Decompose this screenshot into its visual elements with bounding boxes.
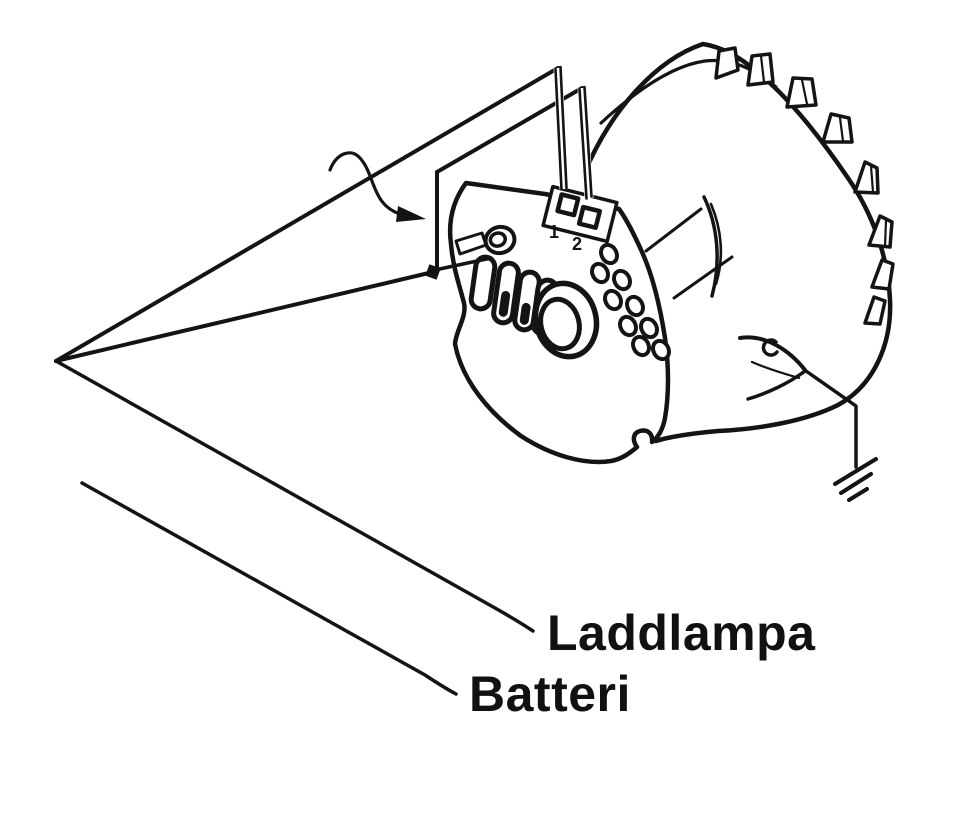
vent-hole	[590, 261, 610, 285]
vent-hole	[618, 314, 638, 338]
vent-hole	[612, 268, 632, 292]
ground-hatch-mid	[839, 472, 873, 495]
cooling-fins	[714, 46, 895, 326]
cooling-fin	[785, 76, 818, 109]
fin-edge-line	[869, 164, 875, 194]
mounting-lug-fill	[742, 336, 804, 397]
vent-slot-shadow	[519, 302, 531, 325]
drum-shading-line	[672, 255, 734, 300]
vent-hole	[631, 334, 651, 358]
fin-edge-line	[883, 219, 888, 248]
batteri-callout: Batteri	[80, 481, 631, 722]
cooling-fin	[863, 295, 887, 326]
wire-terminal-1-body	[553, 67, 569, 190]
wire-terminal-2-edge	[578, 87, 588, 200]
wire-terminal-1	[553, 65, 569, 191]
mounting-lug	[738, 335, 807, 401]
wire-terminal-1-edge	[554, 67, 563, 191]
mounting-lug-inner-line	[750, 360, 801, 380]
rotation-arrow-head	[396, 206, 426, 222]
shaft-boss	[532, 280, 600, 360]
cooling-fin	[870, 258, 895, 291]
stud-head-inner	[488, 231, 507, 248]
vent-hole	[625, 294, 645, 318]
terminal-socket-2	[576, 204, 603, 230]
b-plus-stud	[454, 224, 517, 256]
terminal-1-label: 1	[549, 222, 559, 242]
cooling-fin	[714, 46, 740, 80]
terminal-block: 1 2	[541, 184, 619, 254]
lug-bolt-hole	[761, 338, 779, 357]
stud-feed-line	[433, 256, 493, 272]
terminal-2-label: 2	[572, 234, 582, 254]
batteri-label: Batteri	[469, 666, 631, 722]
rotation-arrow-icon	[328, 151, 426, 222]
ground-symbol-icon	[804, 369, 878, 502]
wiring-harness: 1 2	[54, 65, 619, 363]
vent-slot	[468, 254, 498, 312]
mounting-ear-crease	[702, 195, 719, 298]
drum-shading-line	[644, 207, 703, 253]
junction-dot	[425, 264, 441, 280]
mounting-lug-top-edge	[738, 335, 807, 372]
wire-terminal-2	[577, 85, 594, 200]
laddlampa-leader-line	[54, 359, 535, 633]
drum-body-outline	[582, 41, 893, 444]
wire-terminal-2-body	[577, 87, 594, 199]
rotation-arrow-curve	[328, 151, 402, 216]
cooling-fin	[821, 112, 854, 144]
cooling-fin	[746, 52, 775, 87]
batteri-leader-line	[80, 481, 458, 696]
mounting-lug-bottom-edge	[746, 369, 807, 401]
ribbon-bottom-edge	[54, 270, 435, 363]
ribbon-top-edge	[54, 66, 560, 363]
vent-slot-shadow	[498, 290, 511, 317]
wire-terminal-1-edge	[559, 65, 568, 190]
terminal-socket-1	[555, 192, 581, 218]
mounting-ear-crease-inner	[709, 202, 723, 286]
shaft-boss-inner	[538, 296, 582, 352]
cooling-fin	[853, 160, 880, 195]
laddlampa-callout: Laddlampa	[54, 359, 816, 661]
fin-edge-line	[838, 116, 845, 143]
vent-hole	[651, 338, 671, 362]
vent-hole	[603, 288, 623, 312]
ground-wire	[804, 369, 858, 469]
fin-edge-line	[800, 78, 809, 106]
laddlampa-label: Laddlampa	[547, 605, 816, 661]
wire-terminal-2-edge	[583, 85, 593, 198]
ground-hatch-long	[833, 457, 878, 486]
vent-holes	[590, 242, 671, 362]
vent-hole	[639, 316, 659, 340]
vent-hole	[599, 242, 619, 266]
fin-edge-line	[759, 54, 766, 84]
ground-hatch-short	[847, 487, 869, 502]
